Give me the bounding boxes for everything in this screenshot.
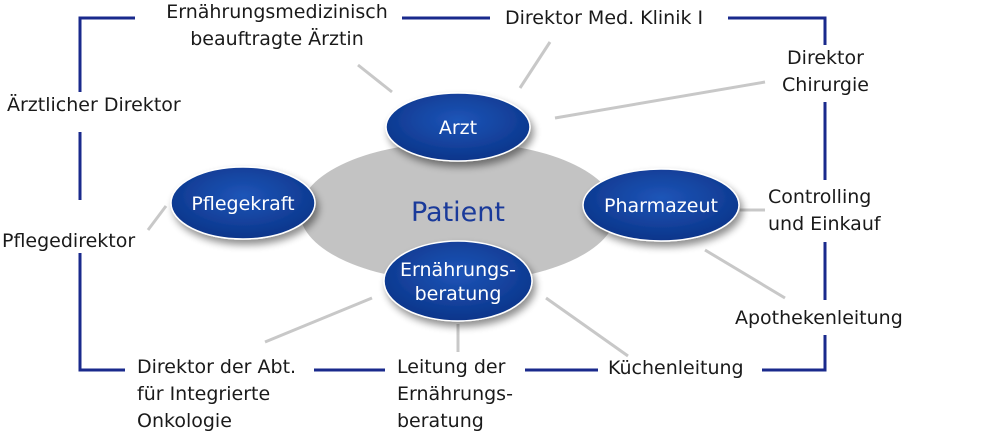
label-controlling-line1: Controlling	[768, 186, 872, 208]
label-chirurgie-line2: Chirurgie	[782, 74, 869, 96]
label-onkologie-line2: für Integrierte	[137, 383, 271, 405]
connector-apotheke	[704, 248, 786, 300]
label-controlling-einkauf: Controlling und Einkauf	[768, 184, 881, 238]
label-kuechenleitung: Küchenleitung	[608, 355, 744, 382]
label-direktor-med-klinik: Direktor Med. Klinik I	[505, 5, 703, 32]
frame	[78, 16, 827, 372]
label-apothekenleitung: Apothekenleitung	[735, 305, 903, 332]
label-onkologie-line3: Onkologie	[137, 410, 232, 432]
node-pharmazeut-label: Pharmazeut	[604, 195, 718, 217]
node-pharmazeut: Pharmazeut	[582, 168, 740, 242]
label-onkologie: Direktor der Abt. für Integrierte Onkolo…	[137, 354, 296, 435]
node-ernaehrung-label-2: beratung	[415, 283, 502, 305]
frame-top-left	[78, 16, 135, 92]
connector-chirurgie	[554, 80, 766, 120]
node-ernaehrungsberatung: Ernährungs- beratung	[383, 240, 533, 322]
connector-med-klinik	[518, 41, 552, 89]
connector-ernaehrungsmed	[357, 63, 393, 94]
label-aerztlicher-direktor-text: Ärztlicher Direktor	[7, 94, 181, 116]
label-leitung-line2: Ernährungs-	[397, 383, 513, 405]
connector-kueche	[545, 296, 629, 358]
label-onkologie-line1: Direktor der Abt.	[137, 356, 297, 378]
node-pflegekraft: Pflegekraft	[170, 166, 316, 240]
label-kuechenleitung-text: Küchenleitung	[608, 357, 744, 379]
node-arzt: Arzt	[385, 92, 531, 162]
label-direktor-chirurgie: Direktor Chirurgie	[768, 45, 883, 99]
label-leitung-ernaehrungsberatung: Leitung der Ernährungs- beratung	[397, 354, 513, 435]
label-pflegedirektor: Pflegedirektor	[2, 228, 135, 255]
label-controlling-line2: und Einkauf	[768, 213, 881, 235]
connector-onkologie	[264, 296, 373, 344]
label-ernaehrungsmed-aerztin: Ernährungsmedizinisch beauftragte Ärztin	[150, 0, 404, 53]
label-apothekenleitung-text: Apothekenleitung	[735, 307, 903, 329]
label-leitung-line1: Leitung der	[397, 356, 506, 378]
label-aerztlicher-direktor: Ärztlicher Direktor	[7, 92, 181, 119]
label-leitung-line3: beratung	[397, 410, 484, 432]
label-ernaehrungsmed-line1: Ernährungsmedizinisch	[166, 1, 388, 23]
label-pflegedirektor-text: Pflegedirektor	[2, 230, 136, 252]
label-ernaehrungsmed-line2: beauftragte Ärztin	[190, 28, 364, 50]
frame-bottom-right	[762, 335, 827, 372]
patient-ellipse	[300, 142, 616, 282]
frame-bottom-left	[78, 253, 125, 372]
node-pflegekraft-label: Pflegekraft	[191, 193, 294, 215]
connector-pflegedirektor	[146, 205, 168, 231]
label-direktor-med-klinik-text: Direktor Med. Klinik I	[505, 7, 704, 29]
node-ernaehrung-label-1: Ernährungs-	[400, 259, 516, 281]
node-arzt-label: Arzt	[439, 117, 477, 139]
frame-top-right	[728, 16, 827, 45]
patient-label: Patient	[411, 197, 505, 228]
connectors	[146, 41, 786, 358]
label-chirurgie-line1: Direktor	[787, 47, 864, 69]
